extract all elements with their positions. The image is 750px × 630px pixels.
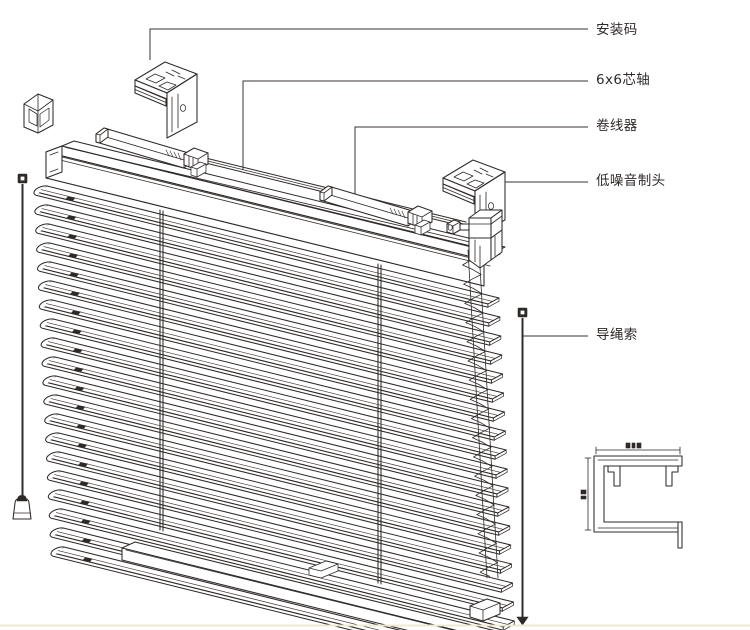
callout-label-cord-winder: 卷线器	[596, 118, 638, 134]
rail-section-detail	[580, 442, 683, 549]
ladder-cords	[159, 209, 382, 585]
guide-cable-left	[12, 173, 32, 520]
blind-assembly	[33, 140, 515, 630]
lift-cord	[462, 249, 499, 579]
guide-cable-right	[516, 307, 529, 626]
callout-label-low-noise-control-head: 低噪音制头	[596, 173, 666, 189]
part-clip-bracket-small	[23, 93, 54, 134]
callout-label-hex-shaft: 6x6芯轴	[596, 72, 651, 88]
callout-label-guide-cable: 导绳索	[596, 327, 638, 343]
part-mounting-bracket-left	[134, 61, 198, 139]
head-rail	[45, 140, 506, 287]
callout-label-mounting-bracket: 安装码	[596, 22, 638, 38]
slat-stack	[33, 185, 515, 630]
bottom-rail	[121, 541, 501, 630]
